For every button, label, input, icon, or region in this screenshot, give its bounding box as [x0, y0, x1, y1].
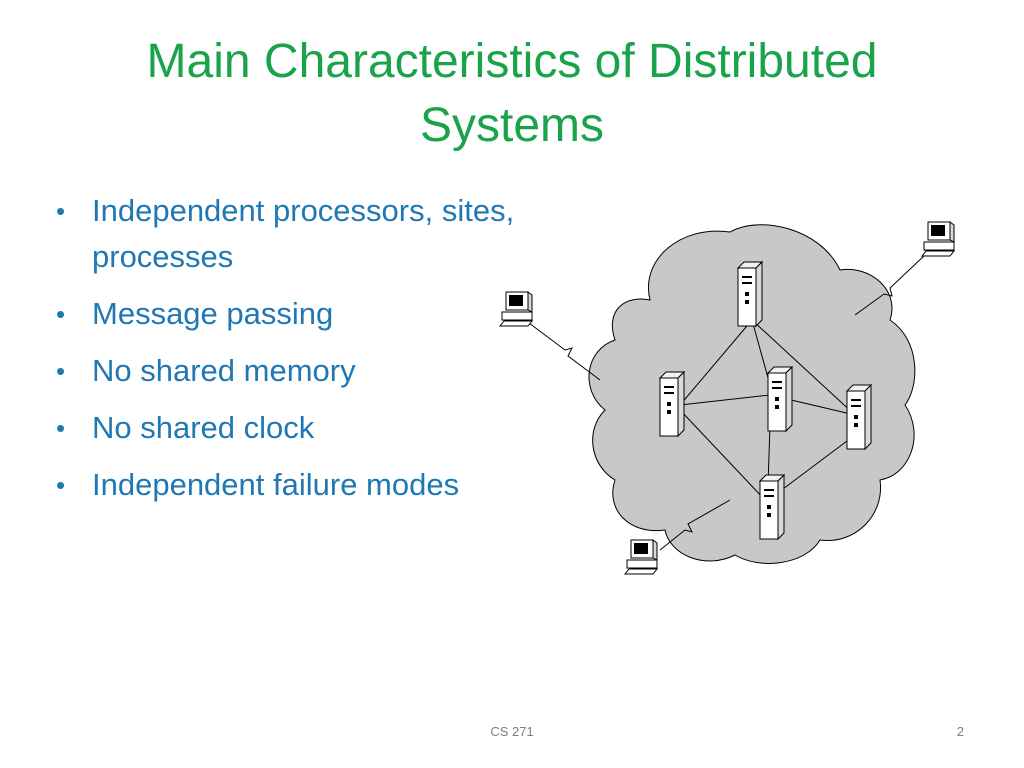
bullet-list: • Independent processors, sites, process… [56, 188, 516, 519]
external-links [524, 254, 926, 551]
bullet-item: • No shared memory [56, 348, 516, 394]
bullet-text: Independent failure modes [92, 467, 460, 502]
network-links [679, 319, 856, 501]
bullet-item: • Independent failure modes [56, 462, 516, 508]
footer-course: CS 271 [490, 724, 534, 739]
server-tower-icon [759, 474, 785, 540]
workstation-computer-icon [921, 221, 955, 257]
bullet-item: • Message passing [56, 291, 516, 337]
server-tower-icon [659, 371, 685, 437]
workstation-computer-icon [624, 539, 658, 575]
bullet-text: Message passing [92, 296, 334, 331]
bullet-dot-icon: • [56, 196, 66, 226]
bullet-dot-icon: • [56, 413, 66, 443]
bullet-text: No shared clock [92, 410, 315, 445]
server-tower-icon [767, 366, 793, 432]
network-cloud-icon [588, 224, 916, 564]
slide-title: Main Characteristics of Distributed Syst… [146, 35, 878, 152]
server-tower-icon [846, 384, 872, 450]
bullet-dot-icon: • [56, 470, 66, 500]
bullet-dot-icon: • [56, 299, 66, 329]
bullet-item: • Independent processors, sites, process… [56, 188, 516, 280]
distributed-network-diagram [499, 221, 955, 575]
server-tower-icon [737, 261, 763, 327]
workstation-computer-icon [499, 291, 533, 327]
bullet-text: No shared memory [92, 353, 356, 388]
bullet-text: Independent processors, sites, processes [92, 193, 515, 274]
bullet-dot-icon: • [56, 356, 66, 386]
page-number: 2 [956, 724, 964, 739]
bullet-item: • No shared clock [56, 405, 516, 451]
